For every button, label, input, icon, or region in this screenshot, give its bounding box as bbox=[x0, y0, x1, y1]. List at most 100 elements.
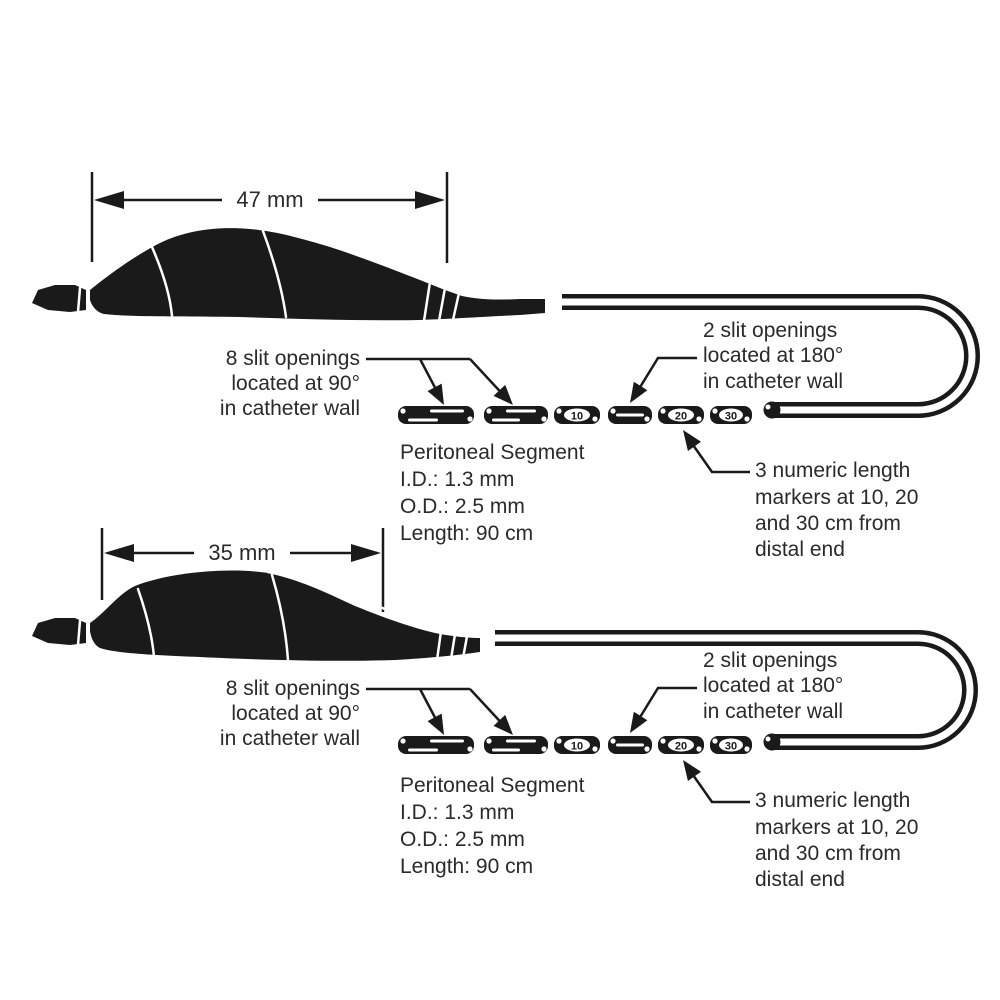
arrowhead bbox=[493, 714, 513, 735]
length-marker-10: 10 bbox=[571, 411, 583, 423]
bottom-peritoneal-line3: O.D.: 2.5 mm bbox=[400, 828, 525, 851]
arrowhead bbox=[630, 711, 648, 733]
slit-opening bbox=[430, 739, 464, 743]
segment-end-opening bbox=[644, 746, 650, 752]
marker-oval bbox=[564, 408, 590, 422]
bottom-dimension-label: 35 mm bbox=[208, 540, 275, 565]
length-marker-30: 30 bbox=[725, 411, 737, 423]
bottom-markers-line2: markers at 10, 20 bbox=[755, 816, 918, 839]
top-tubing-lumen bbox=[562, 298, 976, 414]
bottom-catheter-tip bbox=[32, 618, 86, 645]
top-peritoneal-line1: Peritoneal Segment bbox=[400, 441, 585, 464]
segment-end-opening bbox=[556, 738, 562, 744]
marker-oval bbox=[668, 738, 694, 752]
bottom-neck-ring-2 bbox=[449, 626, 458, 661]
arrowhead bbox=[683, 760, 702, 781]
slit-opening bbox=[616, 743, 644, 747]
top-8slit-line2: located at 90° bbox=[231, 372, 360, 395]
bottom-tubing-end-cap bbox=[763, 733, 781, 751]
top-peritoneal-line3: O.D.: 2.5 mm bbox=[400, 495, 525, 518]
segment-end-opening bbox=[712, 408, 718, 414]
top-8slit-line3: in catheter wall bbox=[220, 397, 360, 420]
bottom-tip-joint-line bbox=[76, 619, 82, 647]
top-markers-line4: distal end bbox=[755, 538, 845, 561]
bottom-segment-row: 10 20 30 bbox=[398, 736, 752, 754]
slit-opening bbox=[430, 409, 464, 413]
arrowhead bbox=[427, 383, 444, 405]
top-markers-line3: and 30 cm from bbox=[755, 512, 901, 535]
arrowhead bbox=[630, 381, 648, 403]
top-2slit-line3: in catheter wall bbox=[703, 370, 843, 393]
arrowhead bbox=[427, 713, 444, 735]
bottom-2slit-line3: in catheter wall bbox=[703, 700, 843, 723]
top-peritoneal-line4: Length: 90 cm bbox=[400, 522, 533, 545]
segment-end-opening bbox=[744, 746, 750, 752]
bottom-2slit-line2: located at 180° bbox=[703, 674, 843, 697]
slit-opening bbox=[492, 748, 520, 752]
top-markers-line2: markers at 10, 20 bbox=[755, 486, 918, 509]
top-neck-ring-2 bbox=[437, 286, 447, 323]
bottom-tubing-lumen bbox=[495, 634, 974, 746]
bottom-catheter-section: 35 mm 10 bbox=[32, 528, 978, 891]
marker-oval bbox=[668, 408, 694, 422]
segment-end-opening bbox=[744, 416, 750, 422]
segment-end-opening bbox=[541, 746, 547, 752]
slit-opening bbox=[506, 739, 536, 743]
top-2slit-line1: 2 slit openings bbox=[703, 319, 837, 342]
bottom-catheter-body bbox=[90, 570, 480, 661]
slit-opening bbox=[408, 418, 438, 422]
arrowhead bbox=[683, 430, 702, 451]
segment-end-opening bbox=[610, 408, 616, 414]
length-marker-20: 20 bbox=[675, 741, 687, 753]
bottom-8slit-line3: in catheter wall bbox=[220, 727, 360, 750]
top-leader-2slit bbox=[632, 356, 697, 398]
top-2slit-line2: located at 180° bbox=[703, 344, 843, 367]
top-tubing-end-cap bbox=[763, 401, 781, 419]
segment-end-opening bbox=[644, 416, 650, 422]
bottom-leader-markers bbox=[684, 764, 750, 804]
segment-end-opening bbox=[556, 408, 562, 414]
segment-end-opening bbox=[696, 416, 702, 422]
segment-end-opening bbox=[486, 738, 492, 744]
segment-end-opening bbox=[712, 738, 718, 744]
bottom-neck-ring-3 bbox=[461, 629, 470, 660]
segment-end-opening bbox=[592, 416, 598, 422]
bottom-peritoneal-line1: Peritoneal Segment bbox=[400, 774, 585, 797]
bottom-2slit-line1: 2 slit openings bbox=[703, 649, 837, 672]
bottom-markers-line3: and 30 cm from bbox=[755, 842, 901, 865]
bottom-markers-line4: distal end bbox=[755, 868, 845, 891]
marker-oval bbox=[564, 738, 590, 752]
segment-end-opening bbox=[467, 416, 473, 422]
top-tip-joint-line bbox=[76, 286, 82, 314]
bottom-peritoneal-line2: I.D.: 1.3 mm bbox=[400, 801, 514, 824]
segment-end-opening bbox=[400, 738, 406, 744]
bottom-cuff-contour-2 bbox=[270, 573, 290, 662]
segment-end-opening bbox=[467, 746, 473, 752]
bottom-peritoneal-line4: Length: 90 cm bbox=[400, 855, 533, 878]
bottom-cuff-contour-1 bbox=[136, 587, 156, 659]
segment-end-opening bbox=[486, 408, 492, 414]
slit-opening bbox=[616, 413, 644, 417]
bottom-leader-2slit bbox=[632, 686, 697, 728]
top-8slit-line1: 8 slit openings bbox=[226, 347, 360, 370]
arrowhead bbox=[493, 384, 513, 405]
top-dimension-label: 47 mm bbox=[236, 187, 303, 212]
top-peritoneal-line2: I.D.: 1.3 mm bbox=[400, 468, 514, 491]
segment-end-opening bbox=[400, 408, 406, 414]
segment-end-opening bbox=[610, 738, 616, 744]
segment-end-opening bbox=[660, 408, 666, 414]
marker-oval bbox=[719, 738, 743, 752]
top-neck-ring-1 bbox=[422, 280, 432, 323]
segment-end-opening bbox=[660, 738, 666, 744]
bottom-markers-line1: 3 numeric length bbox=[755, 789, 910, 812]
top-cuff-contour-3 bbox=[253, 226, 400, 266]
bottom-neck-ring-1 bbox=[435, 622, 444, 662]
bottom-dimension-arrow-left bbox=[104, 544, 134, 562]
top-catheter-body bbox=[90, 228, 545, 321]
top-leader-markers bbox=[684, 434, 750, 474]
bottom-8slit-line2: located at 90° bbox=[231, 702, 360, 725]
length-marker-10: 10 bbox=[571, 741, 583, 753]
length-marker-30: 30 bbox=[725, 741, 737, 753]
top-dimension-arrow-left bbox=[94, 191, 124, 209]
